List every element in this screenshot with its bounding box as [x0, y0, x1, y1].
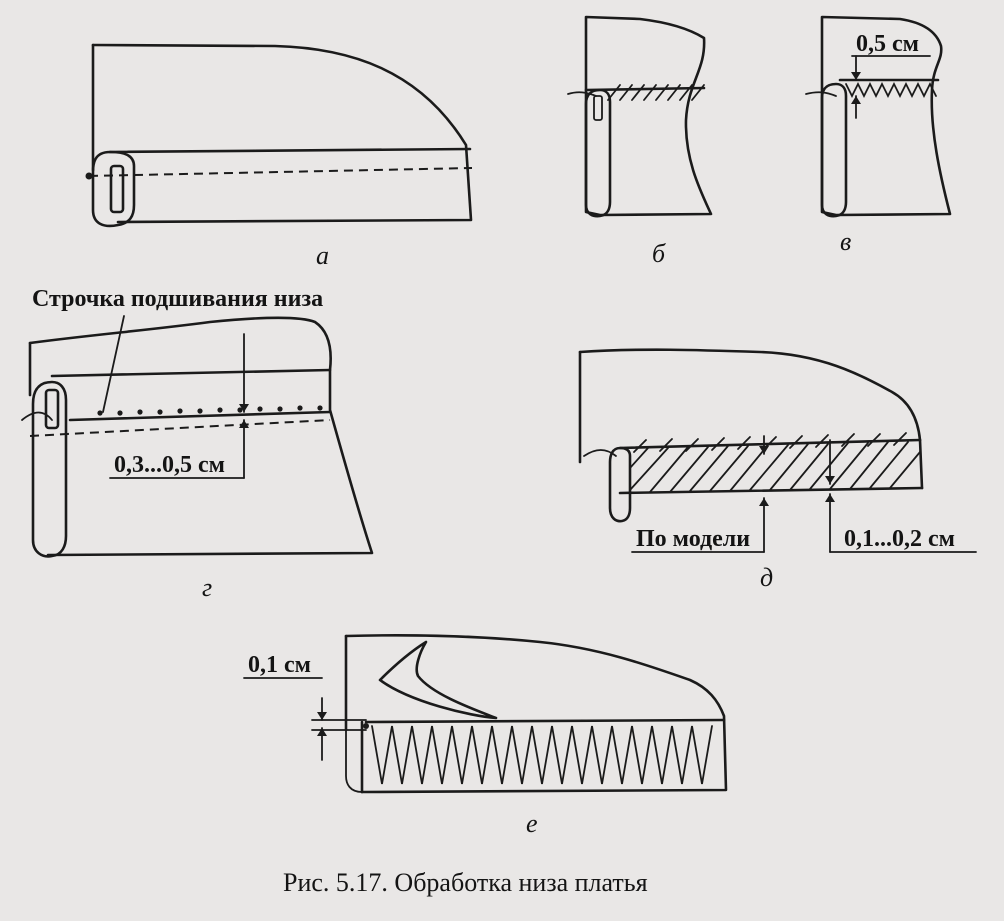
figure-caption: Рис. 5.17. Обработка низа платья: [283, 868, 648, 897]
panel-v-thread: [805, 91, 837, 97]
panel-g-dimension: 0,3...0,5 см: [114, 452, 225, 478]
panel-g-title: Строчка подшивания низа: [32, 286, 323, 312]
panel-d-dimension: 0,1...0,2 см: [844, 526, 955, 552]
panel-v-fabric: [820, 15, 952, 217]
panel-d-fabric: [578, 348, 922, 442]
panel-d: По модели 0,1...0,2 см д: [578, 348, 977, 592]
panel-g-hem-edge: [68, 410, 332, 422]
panel-b-hem-edge: [584, 86, 706, 92]
panel-b-letter: б: [652, 239, 666, 268]
panel-v-dimension: 0,5 см: [856, 31, 919, 57]
panel-g-thread: [21, 411, 53, 421]
panel-a-stitch-line: [88, 167, 473, 177]
panel-e-fold-curve: [345, 729, 363, 793]
panel-e-hem-edge: [364, 718, 726, 724]
panel-a-needle-point: [85, 172, 93, 180]
panel-d-fold-loop: [608, 446, 632, 523]
panel-e-letter: е: [526, 809, 538, 838]
panel-g-inner-fold: [44, 388, 60, 430]
panel-e-fabric: [344, 633, 728, 794]
panel-e-needle-point: [363, 723, 369, 729]
panel-g-letter: г: [202, 573, 212, 602]
panel-v-letter: в: [840, 227, 851, 256]
panel-b: б: [567, 15, 713, 268]
panel-v-overlock-zigzag: [845, 81, 937, 99]
panel-b-thread: [567, 91, 597, 97]
panel-d-thread: [583, 449, 617, 457]
panel-a-fabric: [91, 43, 473, 224]
panel-g-fabric: [28, 316, 374, 557]
panel-g-fold-loop: [31, 380, 68, 558]
panel-b-slant-stitches: [607, 84, 705, 101]
panel-a-fold-loop: [91, 150, 136, 228]
panel-d-model-label: По модели: [636, 526, 750, 552]
panel-b-fold-loop: [584, 88, 612, 218]
panel-d-letter: д: [760, 563, 773, 592]
panel-a-inner-fold: [109, 164, 125, 214]
panel-g-stitch-line: [29, 419, 331, 437]
panel-g: Строчка подшивания низа 0,3...0,: [21, 286, 374, 602]
panel-e: 0,1 см е: [243, 633, 728, 838]
panel-d-right-edge: [918, 438, 924, 490]
panel-a-hem-fold-line: [108, 147, 472, 154]
panel-g-title-leader: [102, 315, 125, 413]
panel-a-letter: а: [316, 241, 329, 270]
panel-e-lining-flap: [378, 640, 498, 720]
panel-v: 0,5 см в: [805, 15, 952, 256]
panel-b-fabric: [584, 15, 713, 217]
panel-g-upper-fold-line: [50, 368, 332, 378]
panel-e-zigzag: [371, 725, 713, 785]
panel-e-dimension: 0,1 см: [248, 652, 311, 678]
panel-b-inner-fold: [593, 95, 603, 121]
panel-d-hatching: [629, 441, 921, 493]
panel-g-hand-stitches: [97, 405, 323, 416]
panel-a: а: [85, 43, 473, 270]
panel-v-fold-loop: [820, 82, 848, 218]
